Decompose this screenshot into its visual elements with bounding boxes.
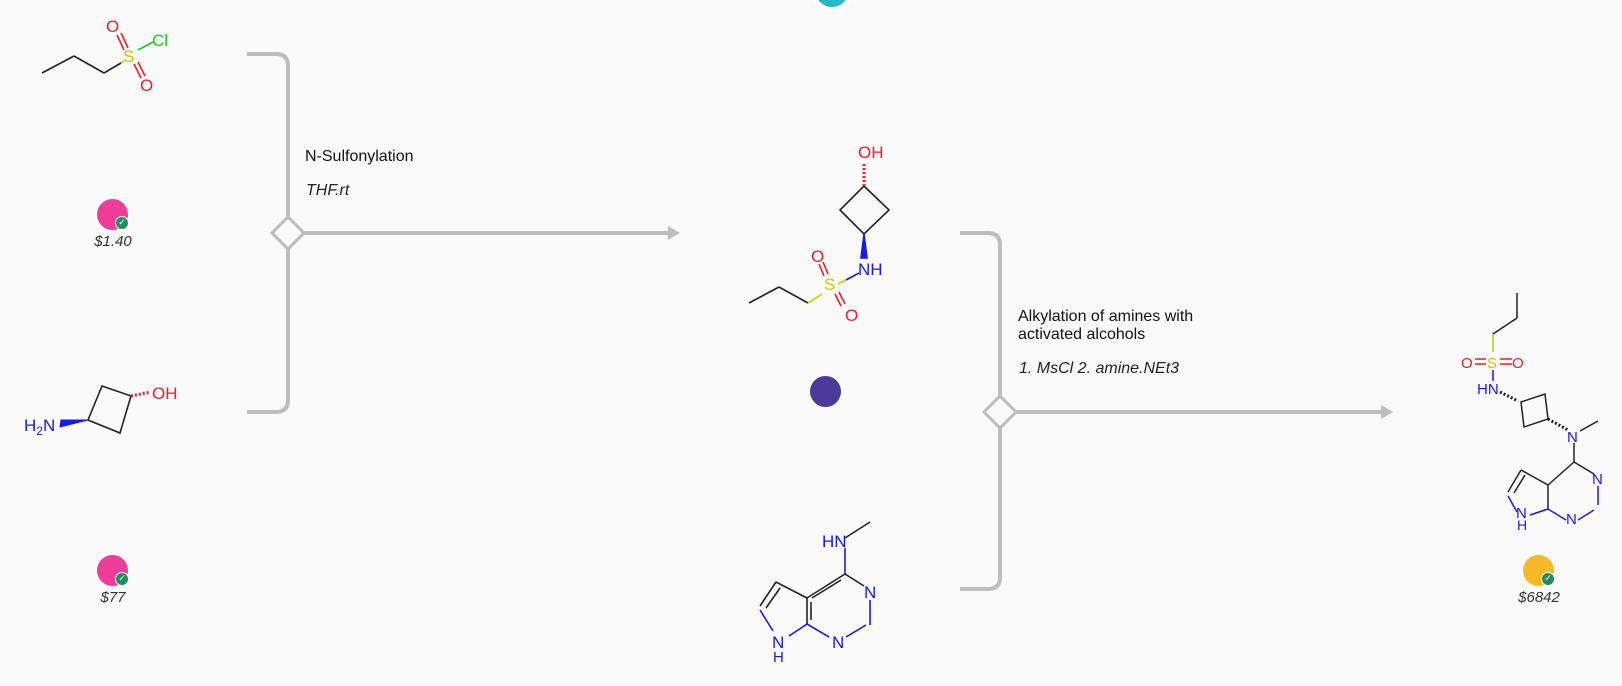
reaction-2-title-line-1: Alkylation of amines with xyxy=(1018,308,1194,325)
atom-n-2: N xyxy=(832,633,844,652)
atom-cl: Cl xyxy=(152,31,168,50)
atom-o-left: O xyxy=(1461,355,1473,372)
atom-s: S xyxy=(824,275,835,294)
atom-nh-h: H xyxy=(773,649,784,666)
reaction-1-arrow-head xyxy=(668,226,680,240)
check-icon: ✓ xyxy=(1541,572,1555,586)
check-icon: ✓ xyxy=(115,216,129,230)
reaction-1-node-diamond[interactable] xyxy=(269,214,307,252)
check-icon: ✓ xyxy=(115,572,129,586)
atom-hn: HN xyxy=(822,532,847,551)
atom-n-1: N xyxy=(864,583,876,602)
reaction-2-conditions: 1. MsCl 2. amine.NEt3 xyxy=(1019,360,1180,377)
atom-nh: NH xyxy=(858,260,883,279)
atom-oh: OH xyxy=(858,143,884,162)
atom-o-right: O xyxy=(1512,355,1524,372)
atom-oh: OH xyxy=(152,384,178,403)
atom-n-2: N xyxy=(1566,511,1577,528)
price-aminocyclobutanol: $77 xyxy=(100,589,126,606)
reaction-2-title-line-2: activated alcohols xyxy=(1018,326,1146,343)
molecule-intermediate[interactable]: OH NH O S O xyxy=(748,143,891,325)
atom-o-top: O xyxy=(106,17,119,36)
atom-s: S xyxy=(1487,355,1497,372)
reaction-2-connector xyxy=(960,231,1381,591)
avatar[interactable] xyxy=(810,0,854,14)
reaction-1-conditions: THF.rt xyxy=(306,182,350,199)
atom-n-1: N xyxy=(1592,471,1603,488)
price-product: $6842 xyxy=(1518,589,1560,606)
status-dot-intermediate[interactable] xyxy=(810,376,841,407)
molecule-sulfonyl-chloride[interactable]: O S Cl O xyxy=(41,17,168,95)
atom-s: S xyxy=(123,47,134,66)
atom-n-methyl: N xyxy=(1567,429,1578,446)
molecule-aminocyclobutanol[interactable]: OH H2N xyxy=(24,384,178,438)
atom-hn: HN xyxy=(1477,381,1499,398)
atom-o-bottom: O xyxy=(845,306,858,325)
reaction-2-arrow-head xyxy=(1381,405,1393,419)
avatar-icon xyxy=(813,0,851,12)
atom-o-top: O xyxy=(811,247,824,266)
atom-nh-h: H xyxy=(1517,517,1527,533)
atom-nh: N xyxy=(1516,505,1527,522)
reaction-2-title: Alkylation of amines with activated alco… xyxy=(1018,308,1193,344)
price-sulfonyl-chloride: $1.40 xyxy=(94,233,132,250)
reaction-1-title: N-Sulfonylation xyxy=(305,148,414,165)
molecule-pyrrolopyrimidine[interactable]: HN N N N H xyxy=(759,521,876,666)
molecule-product[interactable]: O S O HN N N N N H xyxy=(1461,293,1603,533)
atom-h2n: H2N xyxy=(24,416,55,438)
atom-nh: N xyxy=(772,633,784,652)
atom-o-bottom: O xyxy=(140,76,153,95)
reaction-1-connector xyxy=(247,52,668,414)
reaction-2-node-diamond[interactable] xyxy=(981,393,1019,431)
